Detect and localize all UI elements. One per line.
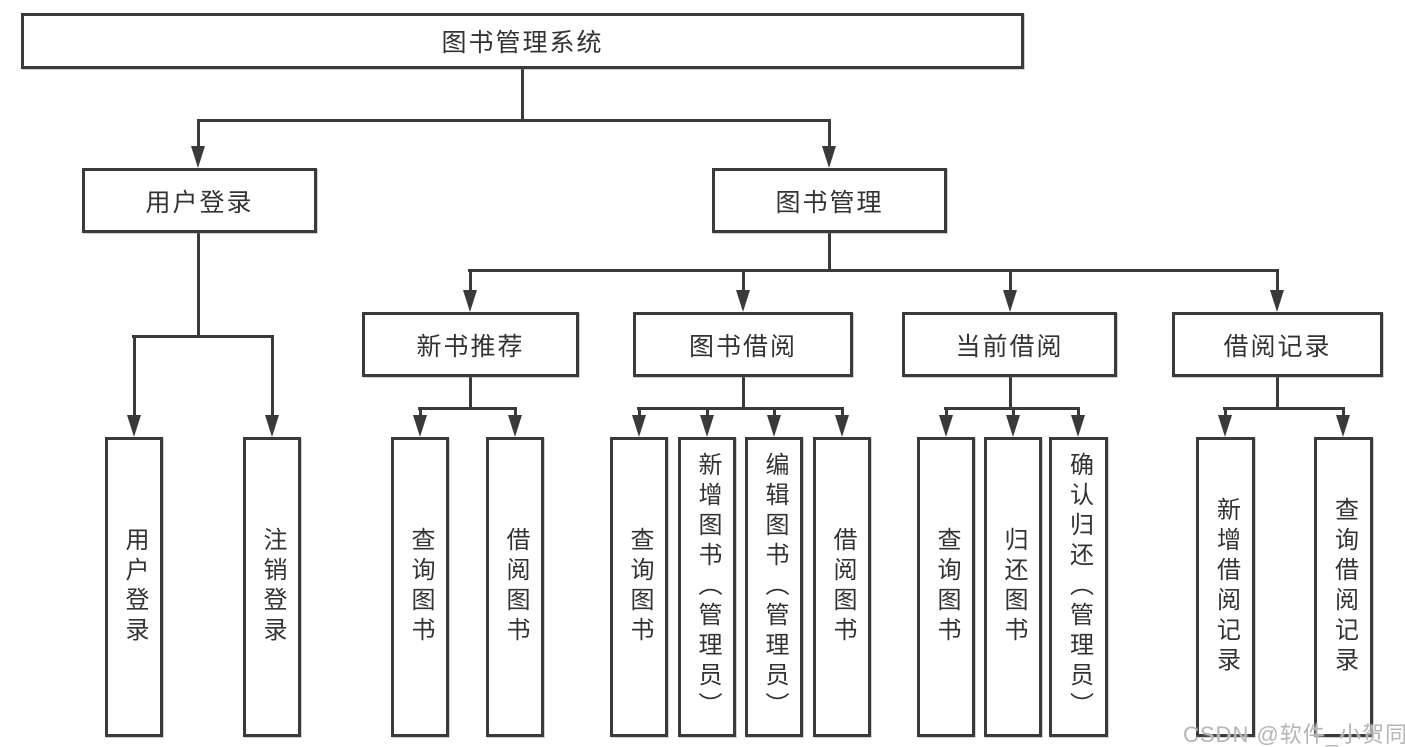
connector-line <box>1011 408 1015 421</box>
arrowhead-down-icon <box>939 415 953 437</box>
node-label: 查询图书 <box>626 527 653 647</box>
node-label: 图书管理系统 <box>441 29 604 57</box>
connector-line <box>270 336 274 421</box>
arrowhead-down-icon <box>191 146 205 168</box>
node-edit-book-admin: 编辑图书（管理员） <box>745 437 803 737</box>
arrowhead-down-icon <box>463 290 477 312</box>
connector-line <box>418 408 422 421</box>
arrowhead-down-icon <box>835 415 849 437</box>
node-current-borrowing: 当前借阅 <box>902 312 1117 377</box>
node-book-management: 图书管理 <box>712 168 947 233</box>
node-label: 新增借阅记录 <box>1212 497 1240 677</box>
node-label: 当前借阅 <box>955 332 1064 361</box>
connector-line <box>1008 377 1012 410</box>
node-add-book-admin: 新增图书（管理员） <box>678 437 736 737</box>
node-label: 新增图书（管理员） <box>694 452 721 722</box>
node-query-borrowing-record: 查询借阅记录 <box>1314 437 1373 737</box>
arrowhead-down-icon <box>1071 415 1085 437</box>
node-label: 查询借阅记录 <box>1330 497 1358 677</box>
connector-line <box>840 408 844 421</box>
node-label: 编辑图书（管理员） <box>761 452 788 722</box>
arrowhead-down-icon <box>767 415 781 437</box>
node-borrow-books-recommend: 借阅图书 <box>486 437 544 737</box>
arrowhead-down-icon <box>265 415 279 437</box>
arrowhead-down-icon <box>1003 290 1017 312</box>
connector-line <box>637 406 844 410</box>
node-new-book-recommendation: 新书推荐 <box>362 312 579 377</box>
arrowhead-down-icon <box>822 146 836 168</box>
connector-line <box>741 270 745 296</box>
node-borrowing-records: 借阅记录 <box>1172 312 1383 377</box>
connector-line <box>468 268 1279 272</box>
connector-line <box>468 270 472 296</box>
node-label: 借阅图书 <box>829 527 856 647</box>
arrowhead-down-icon <box>413 415 427 437</box>
node-user-login-action: 用户登录 <box>105 437 163 737</box>
node-query-books-current: 查询图书 <box>917 437 975 737</box>
connector-line <box>944 408 948 421</box>
connector-line <box>513 408 517 421</box>
node-logout-action: 注销登录 <box>243 437 301 737</box>
connector-line <box>1008 270 1012 296</box>
connector-line <box>520 69 524 122</box>
node-label: 新书推荐 <box>416 332 525 361</box>
node-query-books-recommend: 查询图书 <box>391 437 449 737</box>
connector-line <box>1275 377 1279 410</box>
connector-line <box>468 377 472 410</box>
node-book-borrowing: 图书借阅 <box>633 312 853 377</box>
node-label: 借阅记录 <box>1223 332 1332 361</box>
connector-line <box>196 120 200 152</box>
connector-line <box>196 233 200 338</box>
connector-line <box>772 408 776 421</box>
connector-line <box>132 334 274 338</box>
connector-line <box>637 408 641 421</box>
node-add-borrowing-record: 新增借阅记录 <box>1196 437 1255 737</box>
node-label: 查询图书 <box>933 527 960 647</box>
connector-line <box>132 336 136 421</box>
node-label: 用户登录 <box>121 527 148 647</box>
node-query-books-borrow: 查询图书 <box>610 437 668 737</box>
node-confirm-return-admin: 确认归还（管理员） <box>1049 437 1108 737</box>
connector-line <box>827 120 831 152</box>
connector-line <box>827 233 831 272</box>
arrowhead-down-icon <box>508 415 522 437</box>
node-label: 图书管理 <box>775 188 884 217</box>
connector-line <box>1223 408 1227 421</box>
node-system: 图书管理系统 <box>21 13 1024 69</box>
node-label: 注销登录 <box>259 527 286 647</box>
connector-line <box>1223 406 1345 410</box>
arrowhead-down-icon <box>127 415 141 437</box>
connector-line <box>705 408 709 421</box>
connector-line <box>741 377 745 410</box>
connector-line <box>197 118 831 122</box>
arrowhead-down-icon <box>1006 415 1020 437</box>
watermark: CSDN @软件_小贺同学 <box>1183 722 1405 747</box>
arrowhead-down-icon <box>700 415 714 437</box>
connector-line <box>1275 270 1279 296</box>
node-label: 图书借阅 <box>688 332 797 361</box>
arrowhead-down-icon <box>632 415 646 437</box>
node-label: 确认归还（管理员） <box>1065 452 1093 722</box>
node-user-login: 用户登录 <box>82 168 317 233</box>
node-label: 用户登录 <box>145 188 254 217</box>
node-label: 查询图书 <box>407 527 434 647</box>
arrowhead-down-icon <box>1336 415 1350 437</box>
arrowhead-down-icon <box>1218 415 1232 437</box>
node-label: 归还图书 <box>1000 527 1027 647</box>
connector-line <box>1076 408 1080 421</box>
connector-line <box>418 406 517 410</box>
connector-line <box>1341 408 1345 421</box>
node-borrow-books-borrow: 借阅图书 <box>813 437 871 737</box>
arrowhead-down-icon <box>736 290 750 312</box>
node-return-book: 归还图书 <box>984 437 1042 737</box>
node-label: 借阅图书 <box>502 527 529 647</box>
arrowhead-down-icon <box>1270 290 1284 312</box>
